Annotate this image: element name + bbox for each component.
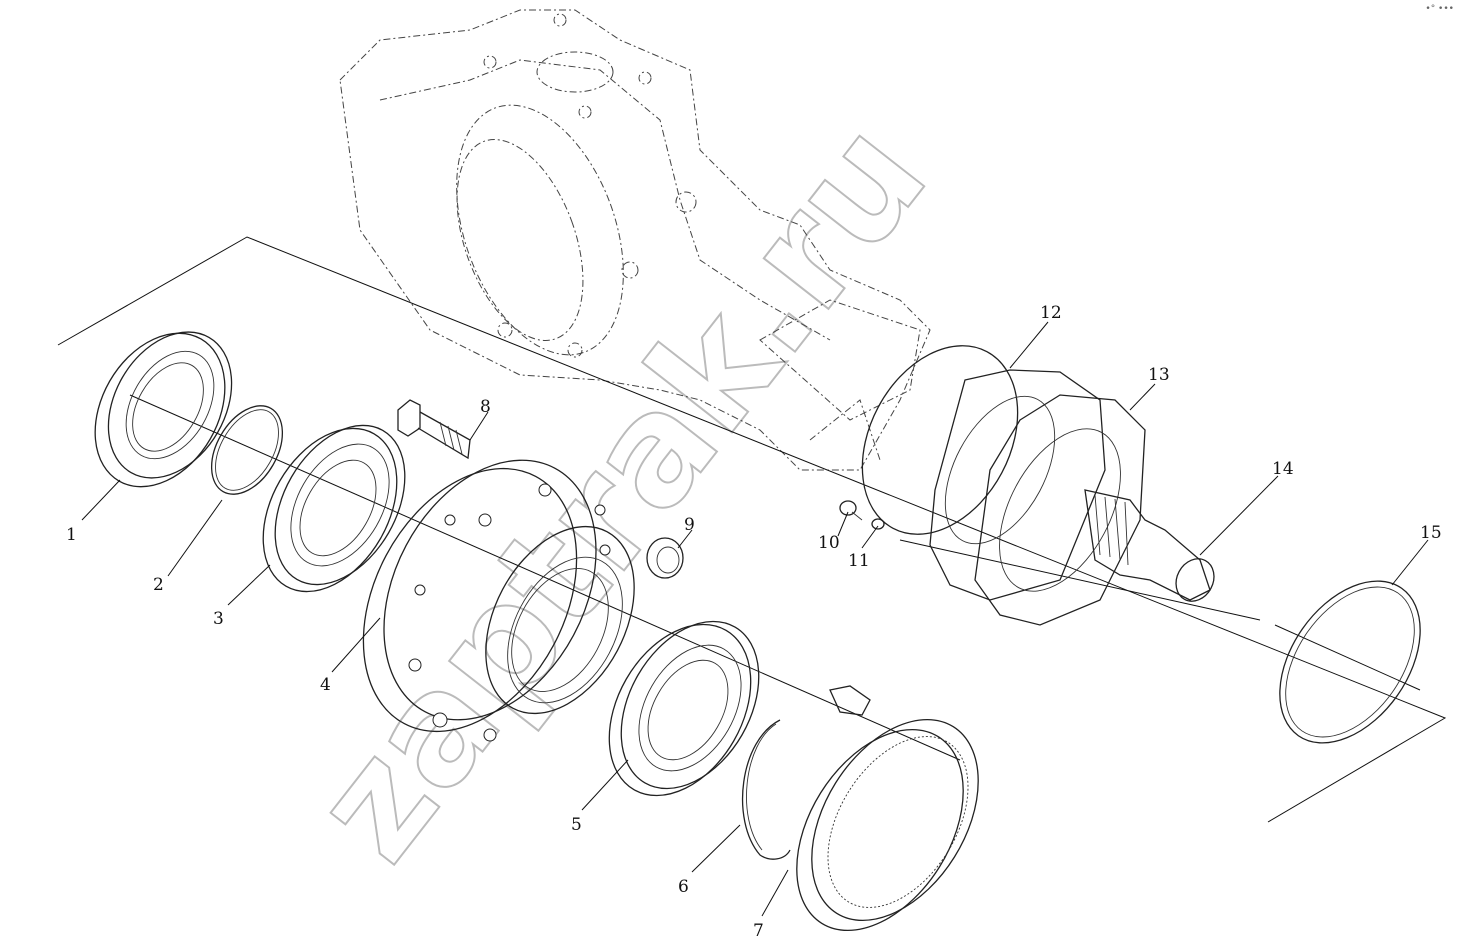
part-14-shaft xyxy=(1084,489,1215,602)
callout-11: 11 xyxy=(848,551,870,571)
part-13-flange xyxy=(974,394,1146,626)
callout-14: 14 xyxy=(1272,459,1294,479)
center-axis-right xyxy=(899,539,1421,691)
callout-5: 5 xyxy=(571,815,582,835)
part-5-bearing xyxy=(608,620,760,797)
leader-lines xyxy=(81,321,1429,917)
part-11-washer xyxy=(871,518,885,530)
callout-13: 13 xyxy=(1148,365,1170,385)
center-axis xyxy=(129,394,961,761)
axle-housing xyxy=(339,9,931,471)
callout-7: 7 xyxy=(753,921,764,941)
callout-2: 2 xyxy=(153,575,164,595)
part-6-snap-ring xyxy=(742,719,791,860)
part-7-ring-gear xyxy=(796,685,979,932)
part-15-ring xyxy=(1279,580,1421,744)
part-9-nut xyxy=(646,537,684,579)
corner-mark: •° ••• xyxy=(1425,4,1454,14)
part-12-carrier xyxy=(861,345,1106,601)
callout-4: 4 xyxy=(320,675,331,695)
callout-3: 3 xyxy=(213,609,224,629)
part-3-bearing xyxy=(262,424,406,593)
callout-1: 1 xyxy=(66,525,77,545)
callout-8: 8 xyxy=(480,397,491,417)
watermark: zaptrak.ru xyxy=(280,90,961,893)
callout-6: 6 xyxy=(678,877,689,897)
part-4-hub xyxy=(362,459,635,742)
watermark-text: zaptrak.ru xyxy=(281,91,960,892)
part-10-bolt xyxy=(839,500,863,521)
callout-9: 9 xyxy=(684,515,695,535)
part-8-bolt xyxy=(397,399,471,460)
callout-12: 12 xyxy=(1040,303,1062,323)
assembly-outline xyxy=(57,236,1447,823)
part-2-ring xyxy=(210,405,284,495)
callout-labels: 1 2 3 4 5 6 7 8 9 10 11 12 13 14 15 xyxy=(66,303,1442,941)
part-1-seal xyxy=(94,331,233,488)
callout-10: 10 xyxy=(818,533,840,553)
callout-15: 15 xyxy=(1420,523,1442,543)
